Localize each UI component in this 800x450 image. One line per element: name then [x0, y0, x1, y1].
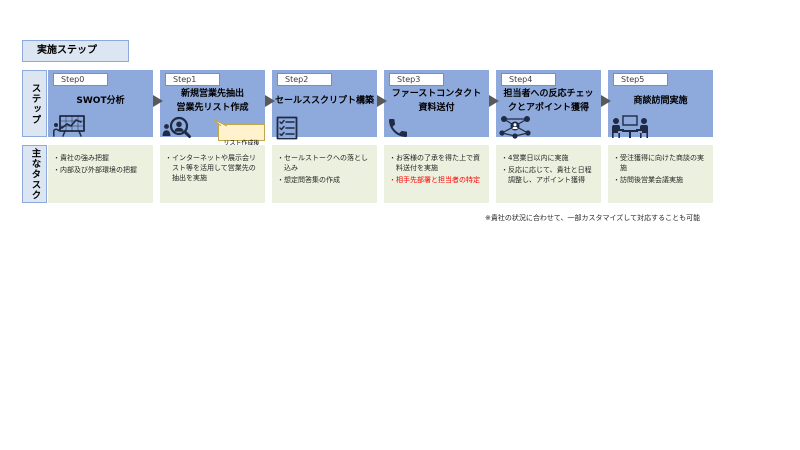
task-list: ・受注獲得に向けた商談の実施 ・訪問後営業会議実施: [613, 153, 708, 185]
checklist-icon: [276, 116, 298, 140]
task-box: ・4営業日以内に実施 ・反応に応じて、貴社と日程調整し、アポイント獲得: [496, 145, 601, 203]
step-column: Step3 ファーストコンタクト 資料送付 ・お客様の了承を得た上で資料送付を実…: [384, 70, 489, 203]
section-title: 実施ステップ: [22, 40, 129, 62]
step-box: Step1 新規営業先抽出 営業先リスト作成 リスト作成後 社長チェック: [160, 70, 265, 155]
step-number-tab: Step3: [389, 73, 444, 86]
task-item: ・お客様の了承を得た上で資料送付を実施: [389, 154, 480, 172]
task-item: ・4営業日以内に実施: [501, 154, 569, 162]
row-label-steps-text: ステップ: [29, 82, 41, 125]
step-column: Step4 担当者への反応チェッ クとアポイント獲得: [496, 70, 601, 203]
step-title: 商談訪問実施: [633, 96, 688, 106]
task-item: ・反応に応じて、貴社と日程調整し、アポイント獲得: [501, 166, 592, 184]
step-box: Step0 SWOT分析: [48, 70, 153, 137]
row-label-tasks-text: 主なタスク: [29, 147, 41, 201]
task-item: ・想定問答集の作成: [277, 176, 340, 184]
task-list: ・セールストークへの落とし込み ・想定問答集の作成: [277, 153, 372, 185]
step-box: Step3 ファーストコンタクト 資料送付: [384, 70, 489, 137]
whiteboard-chart-icon: [53, 115, 85, 137]
search-people-icon: [162, 116, 198, 140]
task-item: ・受注獲得に向けた商談の実施: [613, 154, 704, 172]
arrow-right-icon: [265, 95, 275, 107]
step-box: Step2 セールススクリプト構築: [272, 70, 377, 140]
footnote: ※貴社の状況に合わせて、一部カスタマイズして対応することも可能: [485, 214, 701, 222]
task-item-highlight: ・相手先部署と担当者の特定: [389, 176, 480, 184]
step-title: ファーストコンタクト 資料送付: [391, 89, 482, 113]
arrow-right-icon: [489, 95, 499, 107]
task-box: ・お客様の了承を得た上で資料送付を実施 ・相手先部署と担当者の特定: [384, 145, 489, 203]
step-title: 担当者への反応チェッ クとアポイント獲得: [503, 89, 594, 113]
meeting-icon: [610, 115, 650, 139]
step-column: Step5 商談訪問実施 ・受注獲得: [608, 70, 713, 203]
step-column: Step0 SWOT分析 ・貴社の強み把握 ・内部及び外部環境の把握: [48, 70, 153, 203]
arrow-right-icon: [153, 95, 163, 107]
step-number-tab: Step5: [613, 73, 668, 86]
arrow-right-icon: [377, 95, 387, 107]
step-column: Step1 新規営業先抽出 営業先リスト作成 リスト作成後 社長チェック: [160, 70, 265, 203]
task-box: ・セールストークへの落とし込み ・想定問答集の作成: [272, 145, 377, 203]
step-title: セールススクリプト構築: [274, 96, 374, 106]
step-title: 新規営業先抽出 営業先リスト作成: [176, 89, 249, 113]
step-box: Step5 商談訪問実施: [608, 70, 713, 139]
step-number-tab: Step2: [277, 73, 332, 86]
arrow-right-icon: [601, 95, 611, 107]
task-list: ・お客様の了承を得た上で資料送付を実施 ・相手先部署と担当者の特定: [389, 153, 484, 185]
task-box: ・受注獲得に向けた商談の実施 ・訪問後営業会議実施: [608, 145, 713, 203]
task-item: ・セールストークへの落とし込み: [277, 154, 368, 172]
step-number-tab: Step1: [165, 73, 220, 86]
step-box: Step4 担当者への反応チェッ クとアポイント獲得: [496, 70, 601, 139]
task-item: ・インターネットや展示会リスト等を活用して営業先の抽出を実施: [165, 154, 256, 182]
phone-icon: [386, 116, 410, 140]
step-number-tab: Step4: [501, 73, 556, 86]
task-item: ・訪問後営業会議実施: [613, 176, 683, 184]
task-box: ・貴社の強み把握 ・内部及び外部環境の把握: [48, 145, 153, 203]
network-icon: [498, 114, 532, 139]
task-item: ・貴社の強み把握: [53, 154, 109, 162]
task-item: ・内部及び外部環境の把握: [53, 166, 137, 174]
task-list: ・4営業日以内に実施 ・反応に応じて、貴社と日程調整し、アポイント獲得: [501, 153, 596, 185]
row-label-steps: ステップ: [22, 70, 47, 137]
step-number-tab: Step0: [53, 73, 108, 86]
task-box: ・インターネットや展示会リスト等を活用して営業先の抽出を実施: [160, 145, 265, 203]
task-list: ・貴社の強み把握 ・内部及び外部環境の把握: [53, 153, 148, 175]
callout-note: リスト作成後 社長チェック: [212, 118, 265, 155]
task-list: ・インターネットや展示会リスト等を活用して営業先の抽出を実施: [165, 153, 260, 183]
step-title: SWOT分析: [76, 96, 125, 106]
step-column: Step2 セールススクリプト構築 ・セールストークへの落とし込み ・想定問答集…: [272, 70, 377, 203]
row-label-tasks: 主なタスク: [22, 145, 47, 203]
